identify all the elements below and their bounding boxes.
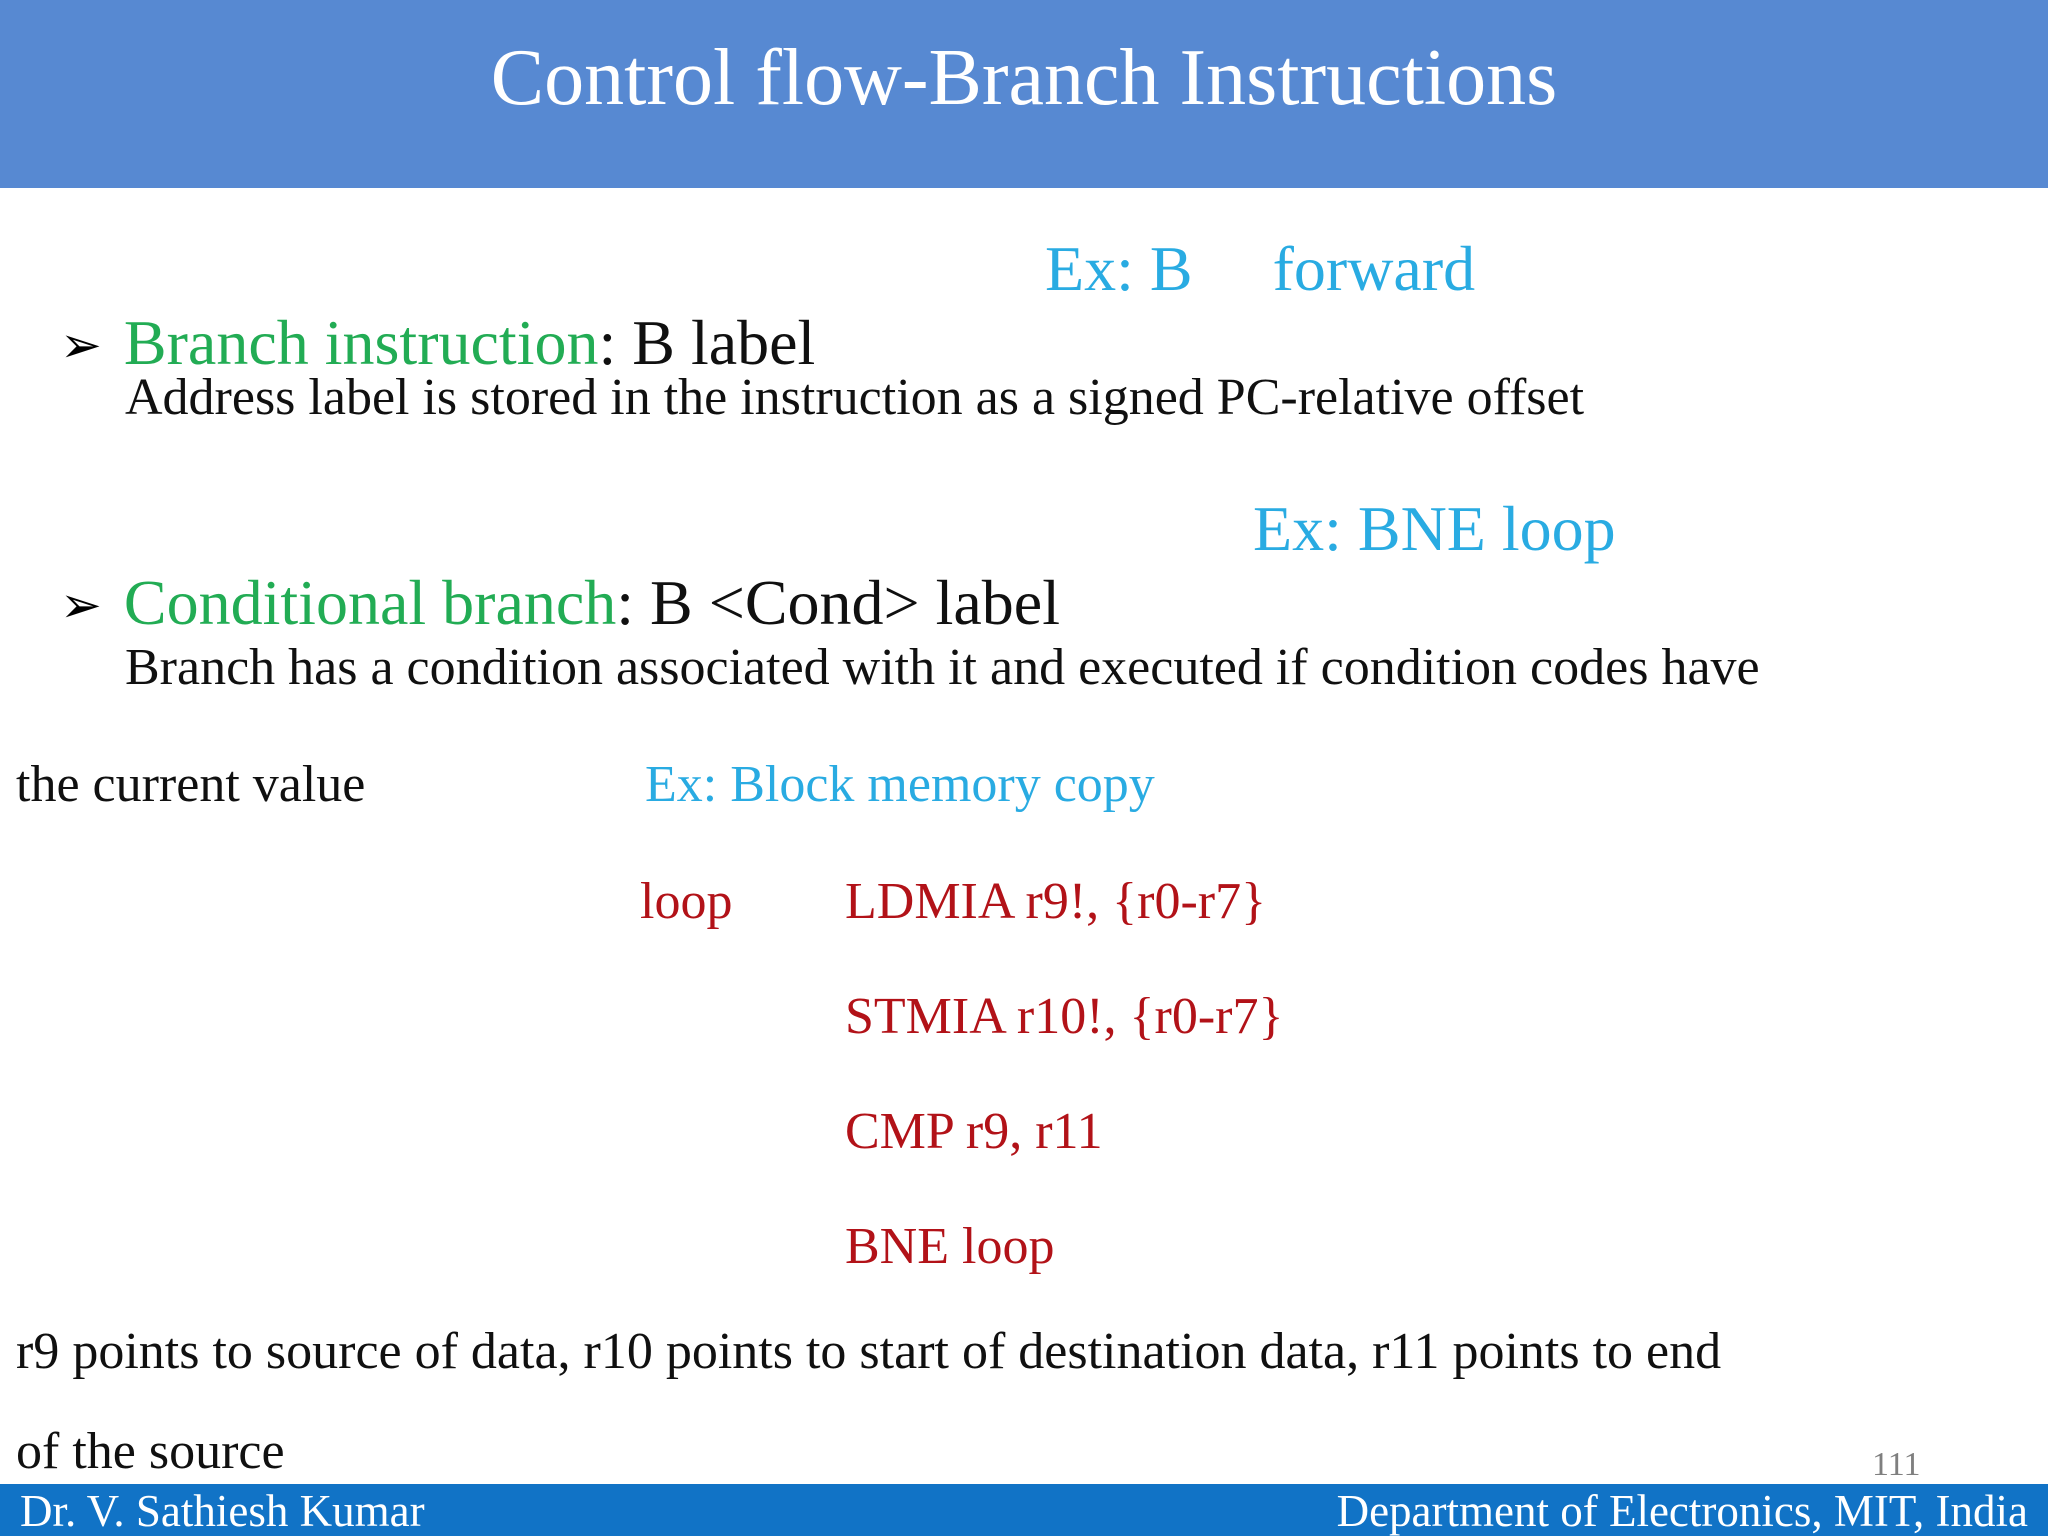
bullet-item-conditional-branch: ➢ Conditional branch: B <Cond> label (28, 492, 1060, 639)
code-line: STMIA r10!, {r0-r7} (845, 988, 1284, 1045)
bullet-label-green: Conditional branch (123, 566, 617, 638)
bullet-syntax: : B label (598, 306, 816, 378)
slide-footer-bar: Dr. V. Sathiesh Kumar Department of Elec… (0, 1484, 2048, 1536)
code-label-loop: loop (640, 873, 733, 930)
code-line: LDMIA r9!, {r0-r7} (845, 873, 1267, 930)
arrow-bullet-icon: ➢ (60, 315, 102, 374)
bullet-example-branch: Ex: B forward (1045, 233, 1476, 304)
arrow-bullet-icon: ➢ (60, 575, 102, 634)
bullet-item-branch-instruction: ➢ Branch instruction: B label (28, 232, 815, 379)
footer-author: Dr. V. Sathiesh Kumar (20, 1486, 425, 1536)
code-line: CMP r9, r11 (845, 1103, 1103, 1160)
paragraph-address-offset: Address label is stored in the instructi… (125, 369, 1585, 426)
code-line: BNE loop (845, 1218, 1055, 1275)
bullet-example-bne: Ex: BNE loop (1253, 493, 1616, 564)
bullet-label-green: Branch instruction (123, 306, 599, 378)
bullet-syntax: : B <Cond> label (616, 566, 1060, 638)
example-block-memory-copy: Ex: Block memory copy (645, 756, 1155, 813)
slide-title: Control flow-Branch Instructions (490, 34, 1558, 122)
paragraph-condition-line2: the current value (16, 756, 366, 813)
page-number: 111 (1872, 1446, 1921, 1483)
paragraph-registers-line1: r9 points to source of data, r10 points … (16, 1323, 1722, 1380)
paragraph-condition-line1: Branch has a condition associated with i… (125, 639, 1760, 696)
paragraph-registers-line2: of the source (16, 1423, 285, 1480)
footer-department: Department of Electronics, MIT, India (1336, 1486, 2028, 1536)
slide-header-banner: Control flow-Branch Instructions (0, 0, 2048, 188)
